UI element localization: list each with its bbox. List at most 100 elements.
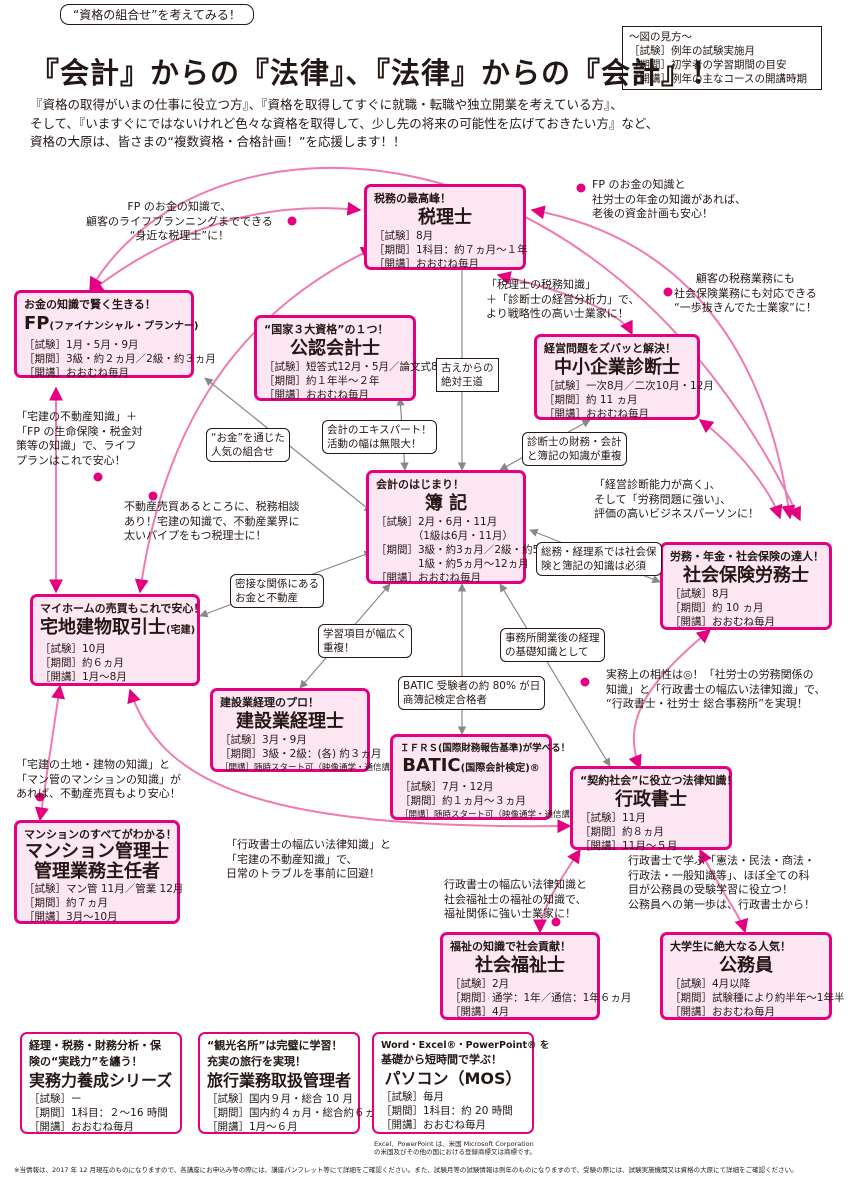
box-row: ［試験］8月 [670, 588, 730, 600]
box-gyoseishoshi: “契約社会”に役立つ法律知識！ 行政書士 ［試験］11月 ［期間］約８ヵ月 ［開… [570, 766, 737, 852]
box-row: ［試験］8月 [374, 230, 434, 242]
box-row: ［試験］10月 [40, 643, 106, 655]
annotation-gyosei-komuin: 行政書士で学ぶ「憲法・民法・商法・ 行政法・一般知識等」、ほぼ全ての科 目が公務… [628, 854, 815, 912]
box-name-main: 宅地建物取引士 [40, 617, 166, 638]
annotation-line: 実務上の相性は◎！「社労士の労務関係の [606, 668, 814, 681]
box-fukushishi: 福祉の知識で社会貢献！ 社会福祉士 ［試験］2月 ［期間］通学：1年／通信：1年… [440, 932, 631, 1020]
box-batic: ＩＦＲＳ(国際財務報告基準)が学べる！ BATIC(国際会計検定)® ［試験］7… [390, 734, 588, 820]
box-row: 1級・約5ヵ月～12ヵ月 [376, 558, 529, 570]
box-row: ［期間］3級・2級：(各) 約３ヵ月 [220, 748, 382, 760]
label-shindan-boki: 診断士の財務・会計 と簿記の知識が重複 [522, 432, 627, 466]
box-row: ［開講］おおむね毎月 [381, 1119, 486, 1131]
box-shindanshi: 経営問題をズバッと解決！ 中小企業診断士 ［試験］一次8月／二次10月・12月 … [534, 334, 714, 420]
label-line: BATIC 受験者の約 80% が日 [403, 680, 541, 692]
box-subtitle: お金の知識で賢く生きる！ [24, 298, 156, 311]
annotation-line: 福祉関係に強い士業家に！ [444, 907, 576, 920]
label-line: 重複！ [323, 642, 355, 654]
annotation-line: 顧客のライフプランニングまでできる [86, 214, 273, 228]
legend-line: ［開講］例年の主なコースの開講時期 [629, 73, 807, 85]
label-line: 商簿記検定合格者 [403, 694, 487, 706]
box-name: 公務員 [719, 955, 773, 976]
label-line: 人気の組合せ [211, 446, 274, 458]
annotation-line: 目が公務員の受験学習に役立つ！ [628, 883, 793, 896]
box-row: ［開講］おおむね毎月 [670, 616, 775, 628]
label-furuku: 古えからの 絶対王道 [436, 358, 499, 392]
annotation-line: 「マン管のマンションの知識」が [16, 772, 181, 786]
annotation-zeirishi-sharoshi: 顧客の税務業務にも 社会保険業務にも対応できる “一歩抜きんでた士業家”に！ [674, 272, 817, 316]
annotation-line: 顧客の税務業務にも [695, 272, 795, 285]
box-row: ［開講］1月～６月 [207, 1121, 298, 1133]
annotation-line: 老後の資金計画も安心！ [592, 207, 713, 220]
label-line: 会計のエキスパート！ [327, 424, 432, 436]
annotation-takken-zeirishi: 不動産売買あるところに、税務相談 あり！宅建の知識で、不動産業界に 太いパイプを… [124, 500, 300, 544]
annotation-line: FP のお金の知識で、 [127, 200, 232, 213]
annotation-line: 策等の知識」で、ライフ [16, 439, 137, 452]
annotation-gyosei-takken: 「行政書士の幅広い法律知識」と 「宅建の不動産知識」で、 日常のトラブルを事前に… [226, 838, 391, 882]
box-row: ［試験］一次8月／二次10月・12月 [544, 380, 714, 392]
annotation-line: “行政書士・社労士 総合事務所”を実現！ [606, 697, 808, 710]
annotation-line: “身近な税理士”に！ [129, 229, 230, 242]
annotation-takken-fp: 「宅建の不動産知識」＋ 「FP の生命保険・税金対 策等の知識」で、ライフ プラ… [16, 410, 142, 468]
box-row: ［試験］11月 [580, 812, 646, 824]
box-kensetsu: 建設業経理のプロ！ 建設業経理士 ［試験］3月・9月 ［期間］3級・2級：(各)… [210, 688, 407, 773]
box-name: 社会福祉士 [475, 955, 565, 976]
label-gyosei-boki: 事務所開業後の経理 の基礎知識として [500, 628, 605, 662]
annotation-line: 「宅建の不動産知識」＋ [16, 410, 137, 423]
box-name: 行政書士 [615, 789, 687, 810]
label-line: 学習項目が幅広く [323, 628, 407, 640]
annotation-line: ＋「診断士の経営分析力」で、 [486, 292, 640, 306]
box-fp: お金の知識で賢く生きる！ FP(ファイナンシャル・プランナー) ［試験］1月・5… [14, 290, 216, 379]
annotation-line: あり！宅建の知識で、不動産業界に [124, 514, 300, 528]
footer-note: ※当情報は、2017 年 12 月現在のものになりますので、各講座にお申込み等の… [14, 1166, 798, 1174]
annotation-line: 「税理士の税務知識」 [486, 278, 596, 291]
label-line: 古えからの [441, 362, 494, 374]
box-name: BATIC(国際会計検定)® [400, 754, 542, 780]
annotation-line: 公務員への第一歩は、行政書士から！ [628, 897, 815, 911]
box-row: ［開講］おおむね毎月 [544, 408, 649, 420]
annotation-line: 社労士の年金の知識があれば、 [592, 192, 746, 206]
annotation-line: あれば、不動産売買もより安心！ [16, 787, 181, 800]
annotation-line: 不動産売買あるところに、税務相談 [124, 500, 300, 513]
annotation-shindan-sharoshi: 「経営診断能力が高く」、 そして「労務問題に強い」、 評価の高いビジネスパーソン… [594, 478, 759, 522]
box-subtitle: 税務の最高峰！ [374, 192, 451, 205]
annotation-line: 行政法・一般知識等」、ほぼ全ての科 [628, 868, 810, 882]
annotation-line: 評価の高いビジネスパーソンに！ [594, 507, 759, 520]
annotation-line: 「FP の生命保険・税金対 [16, 424, 143, 438]
annotation-zeirishi-shindan: 「税理士の税務知識」 ＋「診断士の経営分析力」で、 より戦略性の高い士業家に！ [486, 278, 640, 322]
trademark-line: の米国及びその他の国における登録商標又は商標です。 [374, 1148, 536, 1156]
box-row: ［期間］約６ヵ月 [40, 657, 124, 669]
box-row: ［期間］約１ヵ月～３ヵ月 [400, 795, 526, 807]
box-name: 簿 記 [424, 493, 468, 514]
box-name: 実務力養成シリーズ [29, 1071, 173, 1090]
box-row: ［期間］約 11 ヵ月 [544, 394, 638, 406]
box-row: ［開講］11月～５月 [580, 840, 678, 852]
box-row: ［試験］7月・12月 [400, 781, 494, 793]
annotation-line: 太いパイプをもつ税理士に！ [124, 529, 267, 542]
annotation-fp-sharoshi: FP のお金の知識と 社労士の年金の知識があれば、 老後の資金計画も安心！ [592, 178, 746, 222]
box-subtitle: 経理・税務・財務分析・保 [29, 1039, 161, 1052]
box-row: ［試験］マン管 11月／管業 12月 [24, 883, 184, 895]
box-row: ［開講］おおむね毎月 [29, 1121, 134, 1133]
box-takken: マイホームの売買もこれで安心！ 宅地建物取引士(宅建) ［試験］10月 ［期間］… [30, 594, 204, 686]
box-name: 税理士 [418, 207, 472, 228]
box-subtitle: Word・Excel®・PowerPoint® を [381, 1040, 550, 1051]
box-subtitle: “国家３大資格”の１つ！ [264, 323, 389, 336]
box-subtitle: 福祉の知識で社会貢献！ [450, 940, 571, 953]
box-name-main: BATIC [402, 755, 461, 776]
box-name: 宅地建物取引士(宅建) [40, 616, 195, 642]
box-name: 社会保険労務士 [683, 565, 809, 586]
box-row: （1級は6月・11月） [376, 530, 513, 542]
box-ryoko: “観光名所”は完璧に学習！ 充実の旅行を実現！ 旅行業務取扱管理者 ［試験］国内… [198, 1032, 386, 1134]
box-row: ［開講］4月 [450, 1006, 510, 1018]
box-sharoshi: 労務・年金・社会保険の達人！ 社会保険労務士 ［試験］8月 ［期間］約 10 ヵ… [660, 542, 832, 630]
box-row: ［期間］3級・約3ヵ月／2級・約5ヵ月 [376, 544, 561, 556]
box-zeirishi: 税務の最高峰！ 税理士 ［試験］8月 ［期間］1科目：約７ヵ月～１年 ［開講］お… [364, 184, 528, 270]
box-name: マンション管理士 [25, 841, 169, 862]
annotation-line: 「宅建の土地・建物の知識」と [16, 758, 170, 771]
box-row: ［開講］随時スタート可（映像通学・通信講座） [400, 810, 588, 820]
box-jitsumu: 経理・税務・財務分析・保 険の“実践力”を纏う！ 実務力養成シリーズ ［試験］ー… [20, 1032, 182, 1134]
label-line: の基礎知識として [505, 646, 589, 658]
annotation-fp-zeirishi: FP のお金の知識で、 顧客のライフプランニングまでできる “身近な税理士”に！ [86, 200, 273, 244]
box-row: ［期間］1科目：２～16 時間 [29, 1107, 168, 1119]
box-kaikeishi: “国家３大資格”の１つ！ 公認会計士 ［試験］短答式12月・5月／論文式8月 ［… [254, 315, 448, 401]
